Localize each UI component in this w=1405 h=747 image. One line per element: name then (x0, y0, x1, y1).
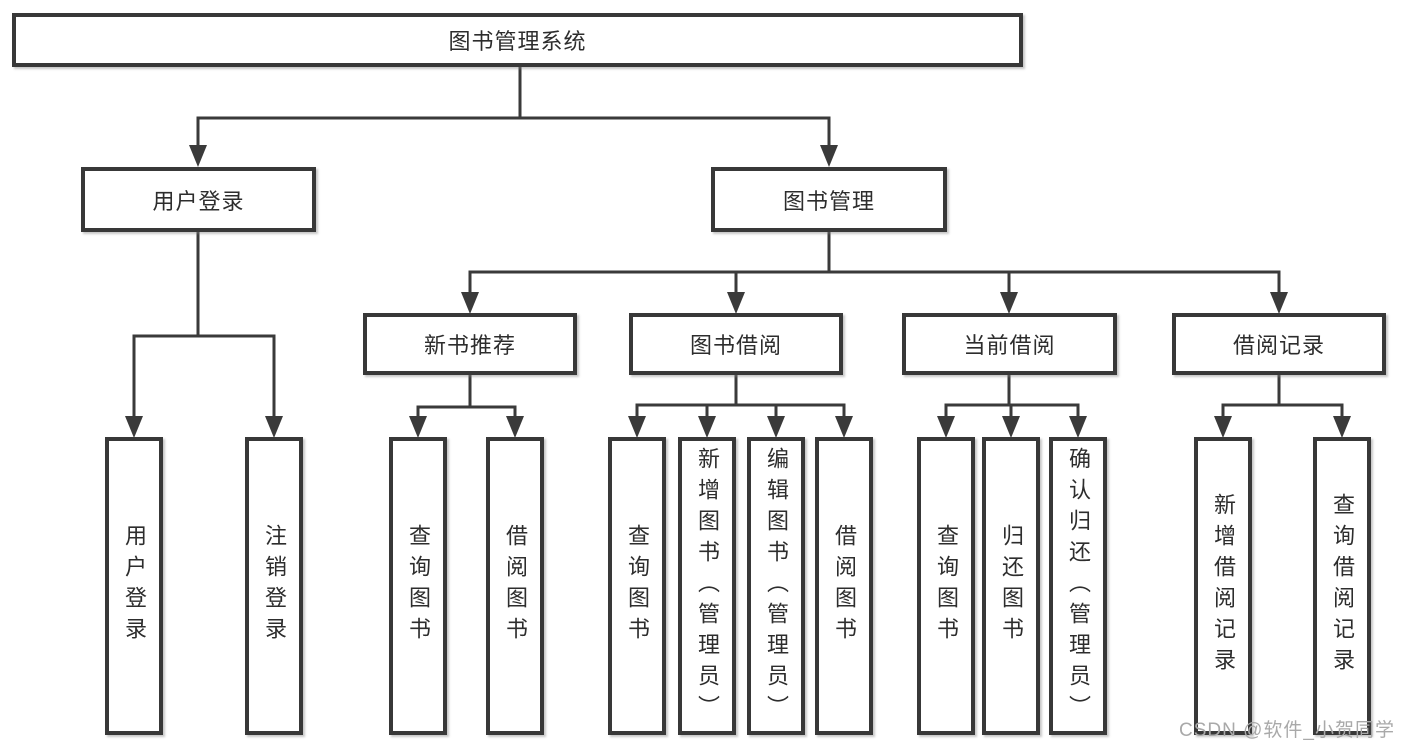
leaf-user-login-label: 用户登录 (122, 524, 147, 648)
node-new-book-recommend: 新书推荐 (363, 313, 577, 375)
leaf-records-add-record: 新增借阅记录 (1194, 437, 1252, 735)
leaf-current-query-book-label: 查询图书 (934, 524, 959, 648)
node-current-borrowing-label: 当前借阅 (963, 333, 1056, 358)
leaf-current-confirm-return-admin-label: 确认归还（管理员） (1066, 446, 1091, 726)
leaf-borrowing-borrow-book-label: 借阅图书 (832, 524, 857, 648)
leaf-current-query-book: 查询图书 (917, 437, 975, 735)
leaf-logout: 注销登录 (245, 437, 303, 735)
node-user-login: 用户登录 (81, 167, 316, 232)
leaf-records-query-record: 查询借阅记录 (1313, 437, 1371, 735)
leaf-current-return-book-label: 归还图书 (999, 524, 1024, 648)
leaf-borrowing-query-book-label: 查询图书 (625, 524, 650, 648)
leaf-recommend-query-book: 查询图书 (389, 437, 447, 735)
node-library-system: 图书管理系统 (12, 13, 1023, 67)
node-new-book-recommend-label: 新书推荐 (423, 333, 516, 358)
node-library-system-label: 图书管理系统 (448, 29, 587, 54)
leaf-current-return-book: 归还图书 (982, 437, 1040, 735)
node-user-login-label: 用户登录 (152, 188, 245, 214)
node-book-borrowing: 图书借阅 (629, 313, 843, 375)
leaf-recommend-borrow-book-label: 借阅图书 (503, 524, 528, 648)
leaf-borrowing-query-book: 查询图书 (608, 437, 666, 735)
watermark-text: CSDN @软件_小贺同学 (1179, 720, 1395, 741)
node-current-borrowing: 当前借阅 (902, 313, 1117, 375)
node-book-management-label: 图书管理 (782, 188, 875, 214)
leaf-recommend-query-book-label: 查询图书 (406, 524, 431, 648)
leaf-records-add-record-label: 新增借阅记录 (1211, 493, 1236, 679)
leaf-borrowing-edit-book-admin: 编辑图书（管理员） (747, 437, 805, 735)
leaf-borrowing-borrow-book: 借阅图书 (815, 437, 873, 735)
node-borrowing-records: 借阅记录 (1172, 313, 1386, 375)
leaf-logout-label: 注销登录 (262, 524, 287, 648)
leaf-borrowing-add-book-admin-label: 新增图书（管理员） (695, 446, 720, 726)
node-book-borrowing-label: 图书借阅 (689, 333, 782, 358)
leaf-current-confirm-return-admin: 确认归还（管理员） (1049, 437, 1107, 735)
leaf-records-query-record-label: 查询借阅记录 (1330, 493, 1355, 679)
node-borrowing-records-label: 借阅记录 (1232, 333, 1325, 358)
leaf-recommend-borrow-book: 借阅图书 (486, 437, 544, 735)
leaf-user-login: 用户登录 (105, 437, 163, 735)
leaf-borrowing-add-book-admin: 新增图书（管理员） (678, 437, 736, 735)
leaf-borrowing-edit-book-admin-label: 编辑图书（管理员） (764, 446, 789, 726)
node-book-management: 图书管理 (711, 167, 947, 232)
